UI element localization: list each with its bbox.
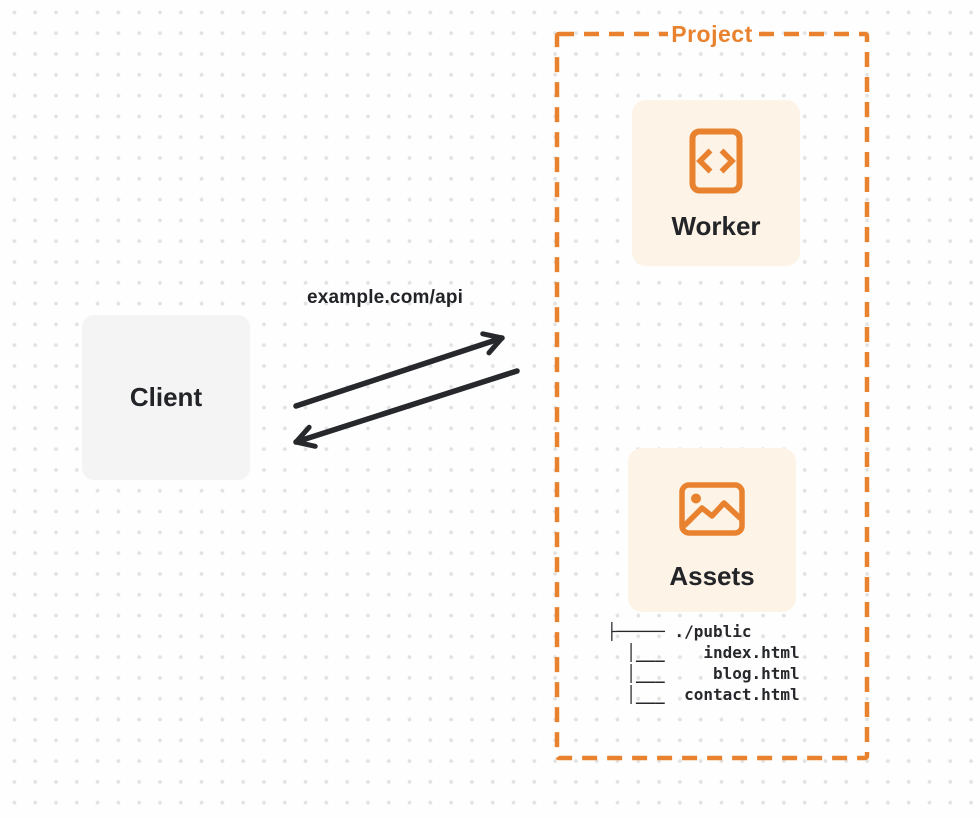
project-label-text: Project: [668, 21, 756, 47]
project-label: Project: [556, 21, 868, 48]
assets-card: Assets: [628, 448, 796, 612]
request-arrow: [293, 331, 505, 409]
response-arrow: [293, 368, 520, 449]
assets-label: Assets: [669, 561, 755, 591]
code-document-icon: [689, 128, 743, 194]
tree-line-contact: │___ contact.html: [607, 685, 800, 704]
assets-file-tree: ├───── ./public │___ index.html │___ blo…: [607, 621, 800, 705]
tree-line-public: ├───── ./public: [607, 622, 752, 641]
client-label: Client: [129, 382, 203, 412]
request-url-label: example.com/api: [307, 287, 464, 308]
tree-line-index: │___ index.html: [607, 643, 800, 662]
image-icon: [679, 482, 745, 536]
worker-label: Worker: [671, 211, 761, 241]
tree-line-blog: │___ blog.html: [607, 664, 800, 683]
worker-card: Worker: [632, 100, 800, 266]
client-card: Client: [82, 315, 250, 480]
